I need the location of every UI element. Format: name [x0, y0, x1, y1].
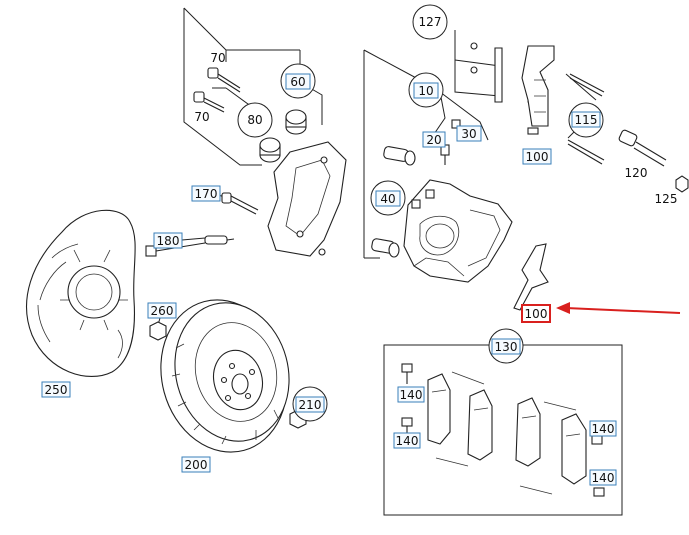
spring-clips [470, 42, 503, 103]
anti-rattle-spring [513, 243, 549, 311]
label-10[interactable]: 10 [408, 72, 444, 108]
label-40[interactable]: 40 [370, 180, 406, 216]
label-260[interactable]: 260 [147, 302, 177, 319]
label-210-text: 210 [299, 398, 322, 412]
label-140-a[interactable]: 140 [397, 386, 425, 403]
label-115-text: 115 [575, 113, 598, 127]
part-labels: 127 80 40 115 130 60 10 [41, 4, 678, 486]
pins-and-bolts [567, 73, 689, 193]
label-140-c[interactable]: 140 [589, 420, 617, 437]
label-70-bottom: 70 [194, 110, 209, 124]
label-130[interactable]: 130 [488, 328, 524, 364]
label-70-top: 70 [210, 51, 225, 65]
label-180[interactable]: 180 [153, 232, 183, 249]
label-140-b[interactable]: 140 [393, 432, 421, 449]
label-210[interactable]: 210 [292, 386, 328, 422]
label-100-top[interactable]: 100 [522, 148, 552, 165]
svg-text:140: 140 [396, 434, 419, 448]
pad-retainer-top [521, 45, 555, 135]
pad-kit-box [383, 344, 623, 516]
label-127[interactable]: 127 [412, 4, 448, 40]
guide-pins [371, 146, 416, 258]
caliper-carrier [267, 141, 347, 257]
label-40-text: 40 [380, 192, 395, 206]
label-10-text: 10 [418, 84, 433, 98]
label-30[interactable]: 30 [456, 125, 482, 142]
svg-text:140: 140 [592, 422, 615, 436]
label-60-text: 60 [290, 75, 305, 89]
bleeder-valve [440, 119, 461, 165]
svg-text:140: 140 [592, 471, 615, 485]
label-127-text: 127 [419, 15, 442, 29]
label-100-highlighted[interactable]: 100 [521, 304, 551, 323]
guide-bolts [193, 67, 307, 163]
label-125: 125 [655, 192, 678, 206]
svg-text:200: 200 [185, 458, 208, 472]
svg-text:180: 180 [157, 234, 180, 248]
svg-text:250: 250 [45, 383, 68, 397]
svg-text:170: 170 [195, 187, 218, 201]
label-80-text: 80 [247, 113, 262, 127]
label-130-text: 130 [495, 340, 518, 354]
dust-shield [26, 209, 136, 377]
svg-text:260: 260 [151, 304, 174, 318]
svg-text:100: 100 [526, 150, 549, 164]
carrier-bolt [221, 192, 259, 215]
svg-text:100: 100 [525, 307, 548, 321]
label-170[interactable]: 170 [191, 185, 221, 202]
label-200[interactable]: 200 [181, 456, 211, 473]
svg-text:140: 140 [400, 388, 423, 402]
label-20[interactable]: 20 [422, 131, 446, 148]
svg-text:30: 30 [461, 127, 476, 141]
brake-disc [160, 299, 290, 453]
label-60[interactable]: 60 [280, 63, 316, 99]
highlight-arrow [556, 302, 681, 314]
label-250[interactable]: 250 [41, 381, 71, 398]
label-115[interactable]: 115 [568, 102, 604, 138]
wear-sensor [145, 235, 235, 257]
label-80[interactable]: 80 [237, 102, 273, 138]
label-140-d[interactable]: 140 [589, 469, 617, 486]
caliper-housing [403, 179, 513, 283]
label-120: 120 [625, 166, 648, 180]
svg-text:20: 20 [426, 133, 441, 147]
